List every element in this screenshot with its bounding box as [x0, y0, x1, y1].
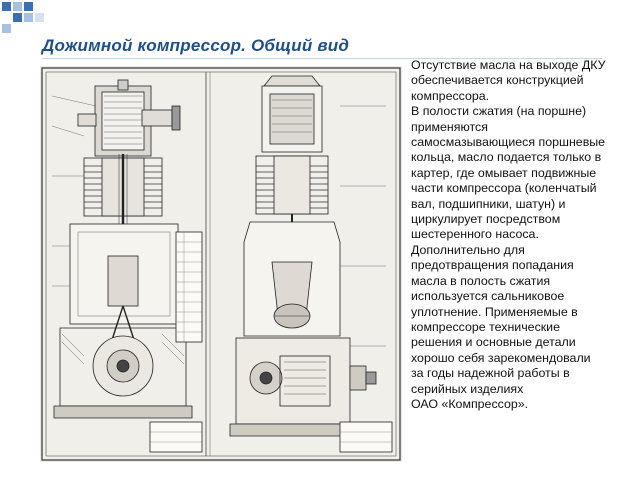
left-section-view [51, 79, 203, 453]
right-section-view [229, 75, 393, 453]
title-divider [42, 58, 602, 59]
decorative-squares [2, 2, 44, 33]
compressor-drawing [40, 66, 402, 462]
description-text: Отсутствие масла на выходе ДКУ обеспечив… [411, 58, 606, 411]
slide-title: Дожимной компрессор. Общий вид [42, 36, 350, 55]
